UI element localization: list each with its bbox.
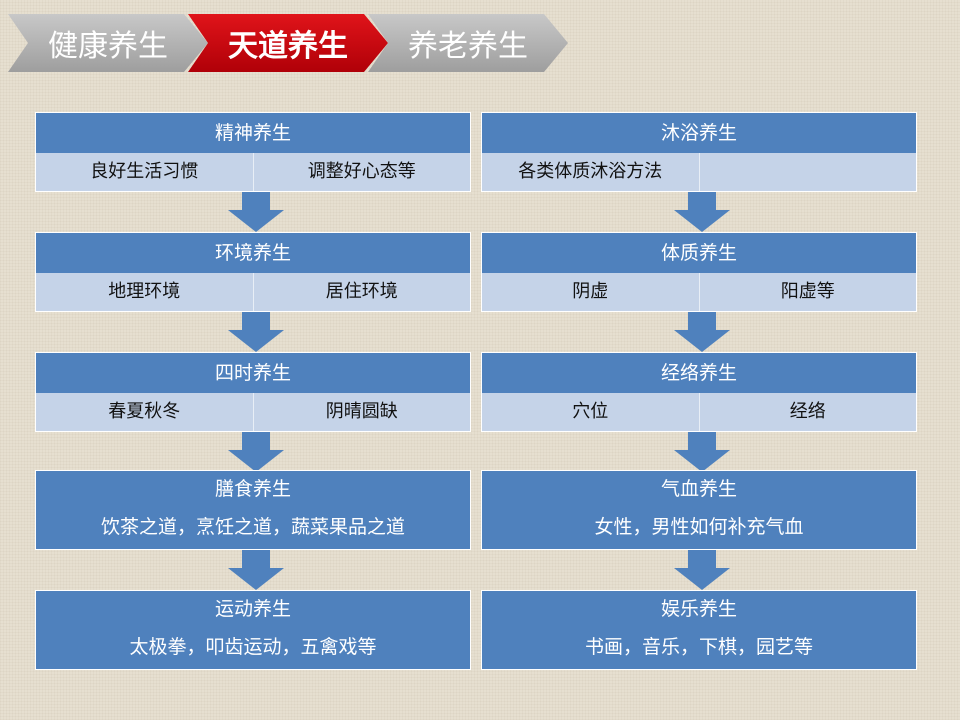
- box-title: 娱乐养生: [660, 598, 737, 620]
- down-arrow-icon: [228, 192, 284, 232]
- down-arrow-icon: [674, 432, 730, 472]
- tab-health[interactable]: 健康养生: [8, 14, 208, 72]
- item: 居住环境: [325, 281, 398, 302]
- box-entertainment: 娱乐养生 书画，音乐，下棋，园艺等: [481, 590, 917, 670]
- item: 春夏秋冬: [36, 393, 254, 431]
- box-desc: 饮茶之道，烹饪之道，蔬菜果品之道: [100, 516, 405, 538]
- box-title: 精神养生: [36, 113, 470, 153]
- box-desc: 女性，男性如何补充气血: [594, 516, 804, 538]
- item: 各类体质沐浴方法: [482, 153, 700, 191]
- down-arrow-icon: [674, 192, 730, 232]
- down-arrow-icon: [228, 550, 284, 590]
- box-title: 体质养生: [482, 233, 916, 273]
- box-meridians: 经络养生 穴位 经络: [481, 352, 917, 432]
- item: 良好生活习惯: [36, 153, 254, 191]
- item: 阳虚等: [780, 281, 835, 302]
- down-arrow-icon: [228, 312, 284, 352]
- box-seasons: 四时养生 春夏秋冬 阴晴圆缺: [35, 352, 471, 432]
- box-title: 气血养生: [660, 478, 737, 500]
- left-column: 精神养生 良好生活习惯 调整好心态等 环境养生 地理环境 居住环境 四时养生 春夏秋…: [35, 0, 471, 720]
- box-exercise: 运动养生 太极拳，叩齿运动，五禽戏等: [35, 590, 471, 670]
- box-title: 经络养生: [482, 353, 916, 393]
- box-bathing: 沐浴养生 各类体质沐浴方法: [481, 112, 917, 192]
- box-title: 四时养生: [36, 353, 470, 393]
- tab-tiandao[interactable]: 天道养生: [188, 14, 388, 72]
- box-spirit: 精神养生 良好生活习惯 调整好心态等: [35, 112, 471, 192]
- box-desc: 太极拳，叩齿运动，五禽戏等: [129, 636, 377, 658]
- box-constitution: 体质养生 阴虚 阳虚等: [481, 232, 917, 312]
- box-diet: 膳食养生 饮茶之道，烹饪之道，蔬菜果品之道: [35, 470, 471, 550]
- item: 地理环境: [36, 273, 254, 311]
- box-title: 膳食养生: [214, 478, 291, 500]
- box-qi-blood: 气血养生 女性，男性如何补充气血: [481, 470, 917, 550]
- item: 调整好心态等: [307, 161, 416, 182]
- item: 穴位: [482, 393, 700, 431]
- box-title: 环境养生: [36, 233, 470, 273]
- box-environment: 环境养生 地理环境 居住环境: [35, 232, 471, 312]
- box-title: 沐浴养生: [482, 113, 916, 153]
- down-arrow-icon: [674, 550, 730, 590]
- box-title: 运动养生: [214, 598, 291, 620]
- box-desc: 书画，音乐，下棋，园艺等: [584, 636, 813, 658]
- item: [700, 153, 917, 191]
- tab-elderly[interactable]: 养老养生: [368, 14, 568, 72]
- down-arrow-icon: [228, 432, 284, 472]
- item: 阴虚: [482, 273, 700, 311]
- item: 阴晴圆缺: [325, 401, 398, 422]
- down-arrow-icon: [674, 312, 730, 352]
- right-column: 沐浴养生 各类体质沐浴方法 体质养生 阴虚 阳虚等 经络养生 穴位 经络 气血养生 …: [481, 0, 917, 720]
- item: 经络: [789, 401, 826, 422]
